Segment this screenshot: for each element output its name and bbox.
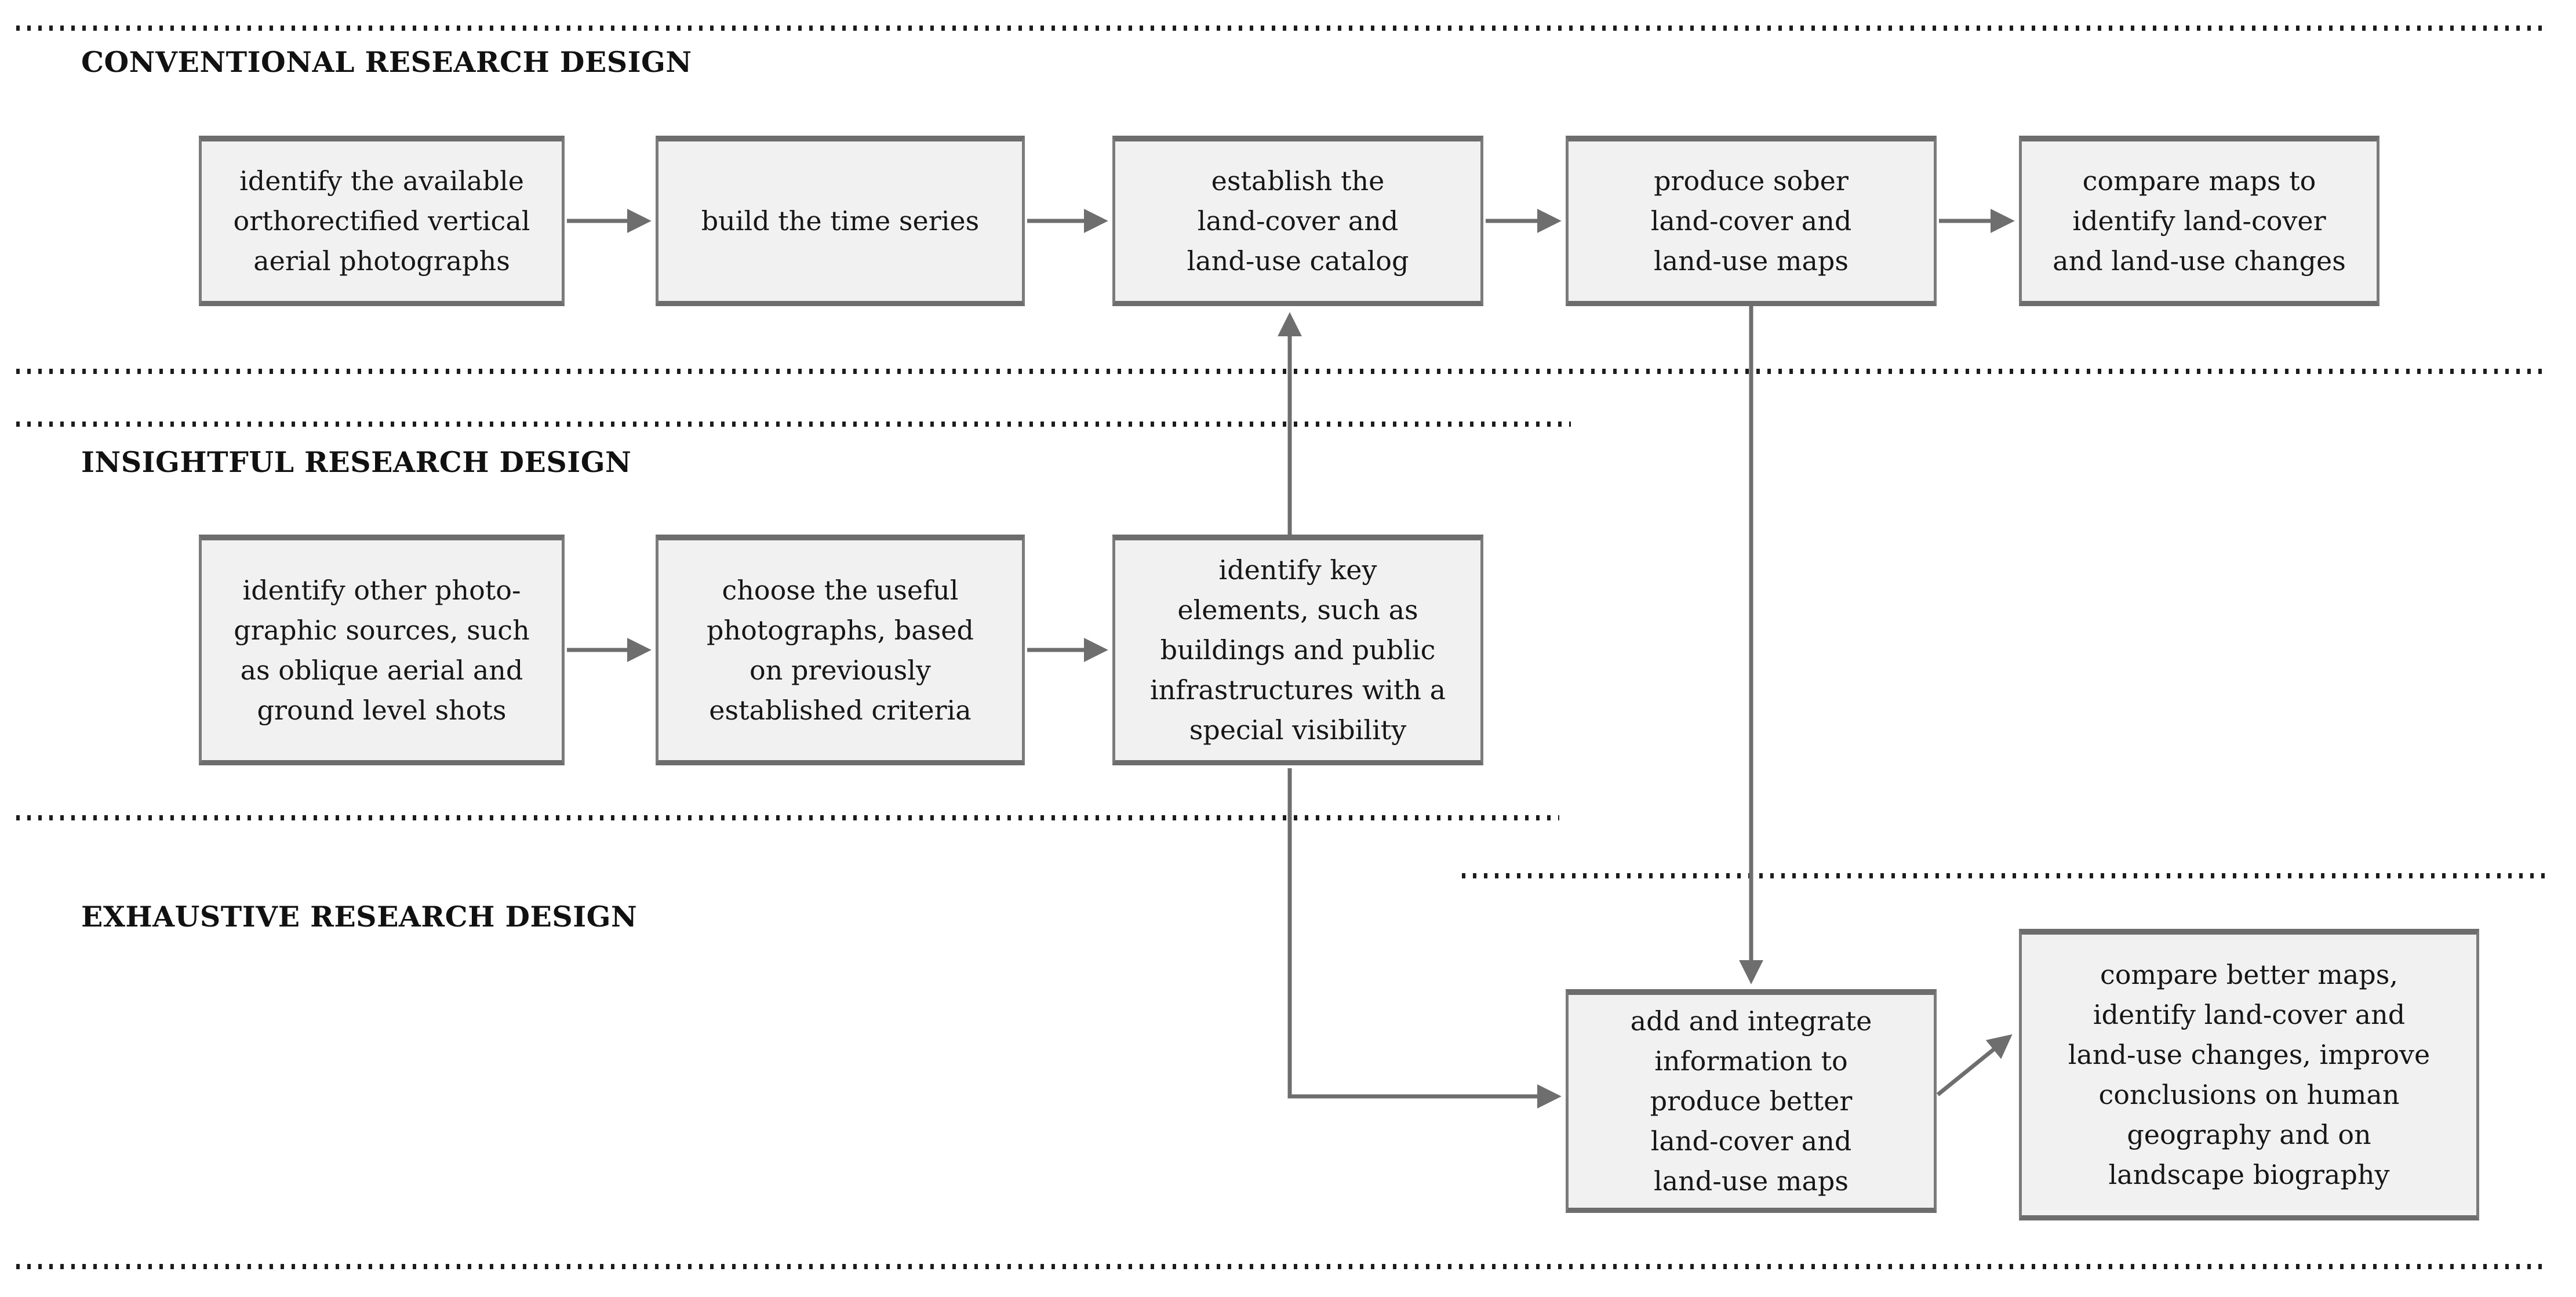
flow-box-compare-maps: compare maps to identify land-cover and … [2019,136,2379,306]
dotted-separator-exhaustive-top-right [1462,873,2547,878]
flow-box-compare-better-maps: compare better maps, identify land-cover… [2019,929,2479,1220]
dotted-separator-bottom [16,1264,2546,1269]
flow-box-identify-other-sources: identify other photo- graphic sources, s… [199,535,565,765]
section-title-exhaustive: EXHAUSTIVE RESEARCH DESIGN [81,900,638,933]
flow-box-establish-catalog: establish the land-cover and land-use ca… [1112,136,1483,306]
section-title-insightful: INSIGHTFUL RESEARCH DESIGN [81,445,632,479]
arrow-add-integrate-to-compare-better [1936,1034,2013,1096]
dotted-separator-insightful-bottom [16,815,1559,820]
dotted-separator-insightful-top [16,422,1571,427]
dotted-separator-conventional-bottom [16,369,2546,374]
flow-box-add-integrate-information: add and integrate information to produce… [1566,989,1937,1213]
flow-box-build-time-series: build the time series [656,136,1025,306]
flow-box-identify-orthorectified-photos: identify the available orthorectified ve… [199,136,565,306]
flow-box-identify-key-elements: identify key elements, such as buildings… [1112,535,1483,765]
flow-box-produce-sober-maps: produce sober land-cover and land-use ma… [1566,136,1937,306]
flow-box-choose-useful-photos: choose the useful photographs, based on … [656,535,1025,765]
dotted-separator-top [16,26,2546,31]
section-title-conventional: CONVENTIONAL RESEARCH DESIGN [81,45,692,79]
